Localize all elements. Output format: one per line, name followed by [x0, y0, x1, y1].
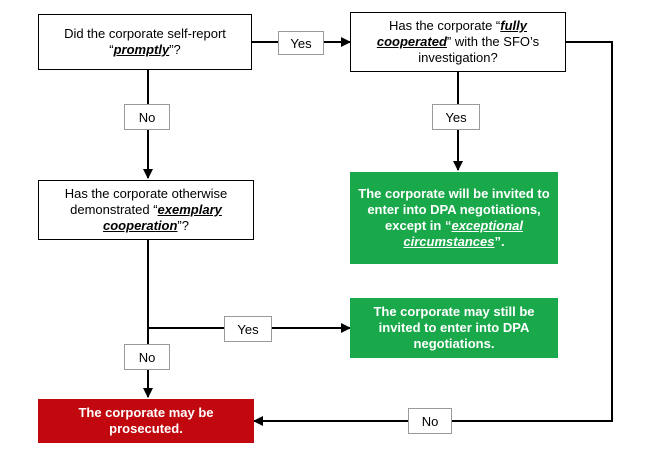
question-exemplary-cooperation-text: Has the corporate otherwise demonstrated… [64, 186, 228, 233]
edge-label-q3-no: No [124, 344, 170, 370]
outcome-prosecuted-text: The corporate may be prosecuted. [78, 405, 214, 436]
edge-label-q3-yes: Yes [224, 316, 272, 342]
question-self-report: Did the corporate self-report “promptly”… [38, 14, 252, 70]
edge-label-q2-yes: Yes [432, 104, 480, 130]
question-self-report-text: Did the corporate self-report “promptly”… [64, 26, 226, 57]
edge-label-q1-yes: Yes [278, 31, 324, 55]
question-exemplary-cooperation: Has the corporate otherwise demonstrated… [38, 180, 254, 240]
outcome-dpa-invited: The corporate will be invited to enter i… [350, 172, 558, 264]
outcome-dpa-may-still-text: The corporate may still be invited to en… [373, 304, 535, 351]
edge-label-q2-no: No [408, 408, 452, 434]
outcome-prosecuted: The corporate may be prosecuted. [38, 399, 254, 443]
outcome-dpa-may-still: The corporate may still be invited to en… [350, 298, 558, 358]
question-fully-cooperated-text: Has the corporate “fully cooperated” wit… [376, 18, 540, 65]
edge-q3-yes [147, 240, 351, 333]
outcome-dpa-invited-text: The corporate will be invited to enter i… [358, 186, 550, 249]
edge-label-q1-no: No [124, 104, 170, 130]
question-fully-cooperated: Has the corporate “fully cooperated” wit… [350, 12, 566, 72]
